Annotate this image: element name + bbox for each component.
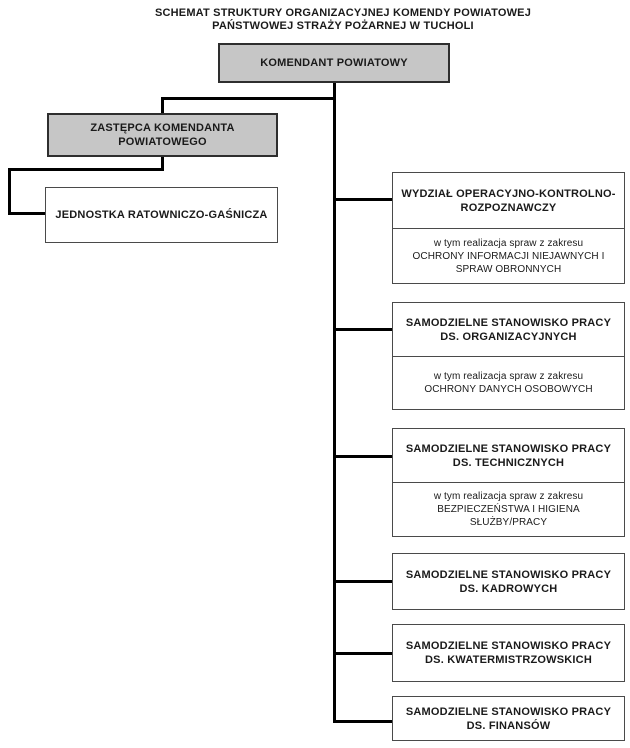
connector-stub-3 — [336, 455, 392, 458]
connector-elbow-horizontal-1 — [8, 168, 164, 171]
node-note-label: w tym realizacja spraw z zakresu OCHRONY… — [412, 237, 605, 275]
page-title: SCHEMAT STRUKTURY ORGANIZACYJNEJ KOMENDY… — [56, 7, 630, 32]
connector-stub-5 — [336, 652, 392, 655]
node-title-label: WYDZIAŁ OPERACYJNO-KONTROLNO- ROZPOZNAWC… — [401, 187, 616, 214]
connector-stub-1 — [336, 198, 392, 201]
node-note-label: w tym realizacja spraw z zakresu OCHRONY… — [424, 371, 593, 395]
connector-stub-2 — [336, 328, 392, 331]
connector-deputy-top — [161, 97, 164, 113]
node-title: SAMODZIELNE STANOWISKO PRACY DS. TECHNIC… — [393, 429, 624, 482]
connector-stub-6 — [336, 720, 392, 723]
node-title: WYDZIAŁ OPERACYJNO-KONTROLNO- ROZPOZNAWC… — [393, 173, 624, 228]
node-note: w tym realizacja spraw z zakresu BEZPIEC… — [393, 482, 624, 536]
node-title: SAMODZIELNE STANOWISKO PRACY DS. ORGANIZ… — [393, 303, 624, 356]
node-title-label: SAMODZIELNE STANOWISKO PRACY DS. TECHNIC… — [405, 442, 612, 469]
node-jednostka-ratowniczo-gasnicza-label: JEDNOSTKA RATOWNICZO-GAŚNICZA — [55, 209, 268, 221]
node-zastepca-komendanta-label: ZASTĘPCA KOMENDANTA POWIATOWEGO — [90, 122, 235, 148]
node-zastepca-komendanta: ZASTĘPCA KOMENDANTA POWIATOWEGO — [47, 113, 278, 157]
connector-elbow-horizontal-2 — [8, 212, 45, 215]
node-title: SAMODZIELNE STANOWISKO PRACY DS. KWATERM… — [393, 625, 624, 681]
node-stanowisko-organizacyjne: SAMODZIELNE STANOWISKO PRACY DS. ORGANIZ… — [392, 302, 625, 410]
node-title: SAMODZIELNE STANOWISKO PRACY DS. KADROWY… — [393, 554, 624, 609]
node-title: SAMODZIELNE STANOWISKO PRACY DS. FINANSÓ… — [393, 697, 624, 740]
node-stanowisko-finansowe: SAMODZIELNE STANOWISKO PRACY DS. FINANSÓ… — [392, 696, 625, 741]
node-title-label: SAMODZIELNE STANOWISKO PRACY DS. FINANSÓ… — [405, 705, 612, 732]
connector-deputy-bottom — [161, 157, 164, 171]
node-note-label: w tym realizacja spraw z zakresu BEZPIEC… — [433, 491, 584, 528]
page-title-line1: SCHEMAT STRUKTURY ORGANIZACYJNEJ KOMENDY… — [154, 7, 532, 19]
node-stanowisko-kadrowe: SAMODZIELNE STANOWISKO PRACY DS. KADROWY… — [392, 553, 625, 610]
connector-spine — [333, 83, 336, 723]
node-title-label: SAMODZIELNE STANOWISKO PRACY DS. ORGANIZ… — [405, 316, 612, 343]
node-stanowisko-techniczne: SAMODZIELNE STANOWISKO PRACY DS. TECHNIC… — [392, 428, 625, 537]
page-title-line2: PAŃSTWOWEJ STRAŻY POŻARNEJ W TUCHOLI — [212, 19, 474, 32]
node-title-label: SAMODZIELNE STANOWISKO PRACY DS. KWATERM… — [405, 640, 612, 666]
node-stanowisko-kwatermistrzowskie: SAMODZIELNE STANOWISKO PRACY DS. KWATERM… — [392, 624, 625, 682]
node-komendant-powiatowy-label: KOMENDANT POWIATOWY — [260, 57, 408, 69]
connector-elbow-vertical — [8, 168, 11, 215]
connector-stub-4 — [336, 580, 392, 583]
node-wydzial-operacyjno-kontrolno-rozpoznawczy: WYDZIAŁ OPERACYJNO-KONTROLNO- ROZPOZNAWC… — [392, 172, 625, 284]
node-komendant-powiatowy: KOMENDANT POWIATOWY — [218, 43, 450, 83]
connector-branch-horizontal — [161, 97, 336, 100]
node-jednostka-ratowniczo-gasnicza: JEDNOSTKA RATOWNICZO-GAŚNICZA — [45, 187, 278, 243]
node-title-label: SAMODZIELNE STANOWISKO PRACY DS. KADROWY… — [405, 568, 612, 595]
node-note: w tym realizacja spraw z zakresu OCHRONY… — [393, 356, 624, 409]
node-note: w tym realizacja spraw z zakresu OCHRONY… — [393, 228, 624, 283]
